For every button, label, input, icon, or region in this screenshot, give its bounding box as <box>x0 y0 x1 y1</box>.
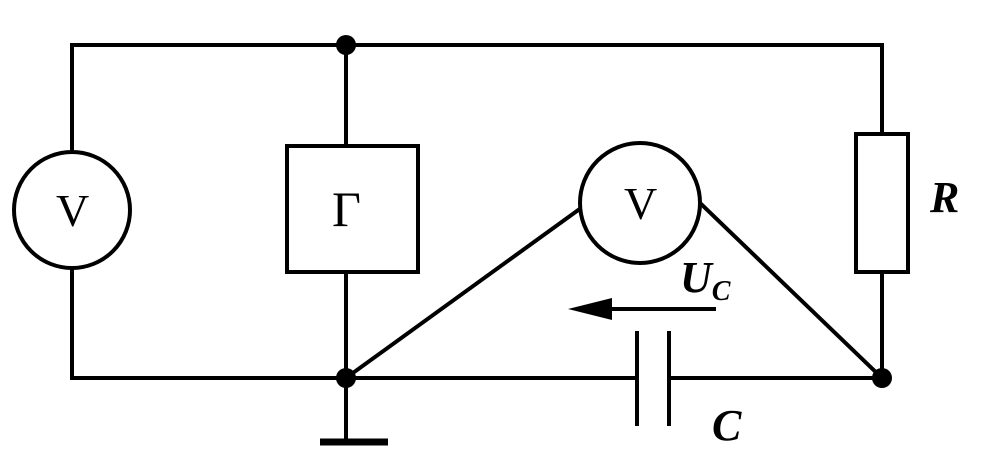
voltmeter-left: V <box>12 150 132 270</box>
junction-dot-top <box>336 35 356 55</box>
resistor-box <box>854 132 910 274</box>
resistor-label: R <box>929 173 959 222</box>
voltage-arrow-head <box>568 298 612 320</box>
voltmeter-left-circle <box>12 150 132 270</box>
voltmeter-mid: V <box>578 141 702 265</box>
voltmeter-lead-right <box>697 200 885 381</box>
voltage-label-main: U <box>680 253 714 302</box>
voltage-label-sub: C <box>712 276 731 307</box>
junction-dot-bottom-right <box>872 368 892 388</box>
voltmeter-left-label: V <box>56 185 89 236</box>
capacitor-label: C <box>712 401 742 450</box>
voltage-arrow <box>568 298 716 320</box>
generator-label: Γ <box>332 181 361 237</box>
voltmeter-mid-label: V <box>624 178 657 229</box>
generator: Γ <box>285 144 420 274</box>
resistor: R <box>854 132 959 274</box>
voltage-label: UC <box>680 253 731 307</box>
voltmeter-mid-circle <box>578 141 702 265</box>
junction-dot-bottom-left <box>336 368 356 388</box>
voltmeter-lead-left <box>343 205 584 381</box>
generator-box <box>285 144 420 274</box>
